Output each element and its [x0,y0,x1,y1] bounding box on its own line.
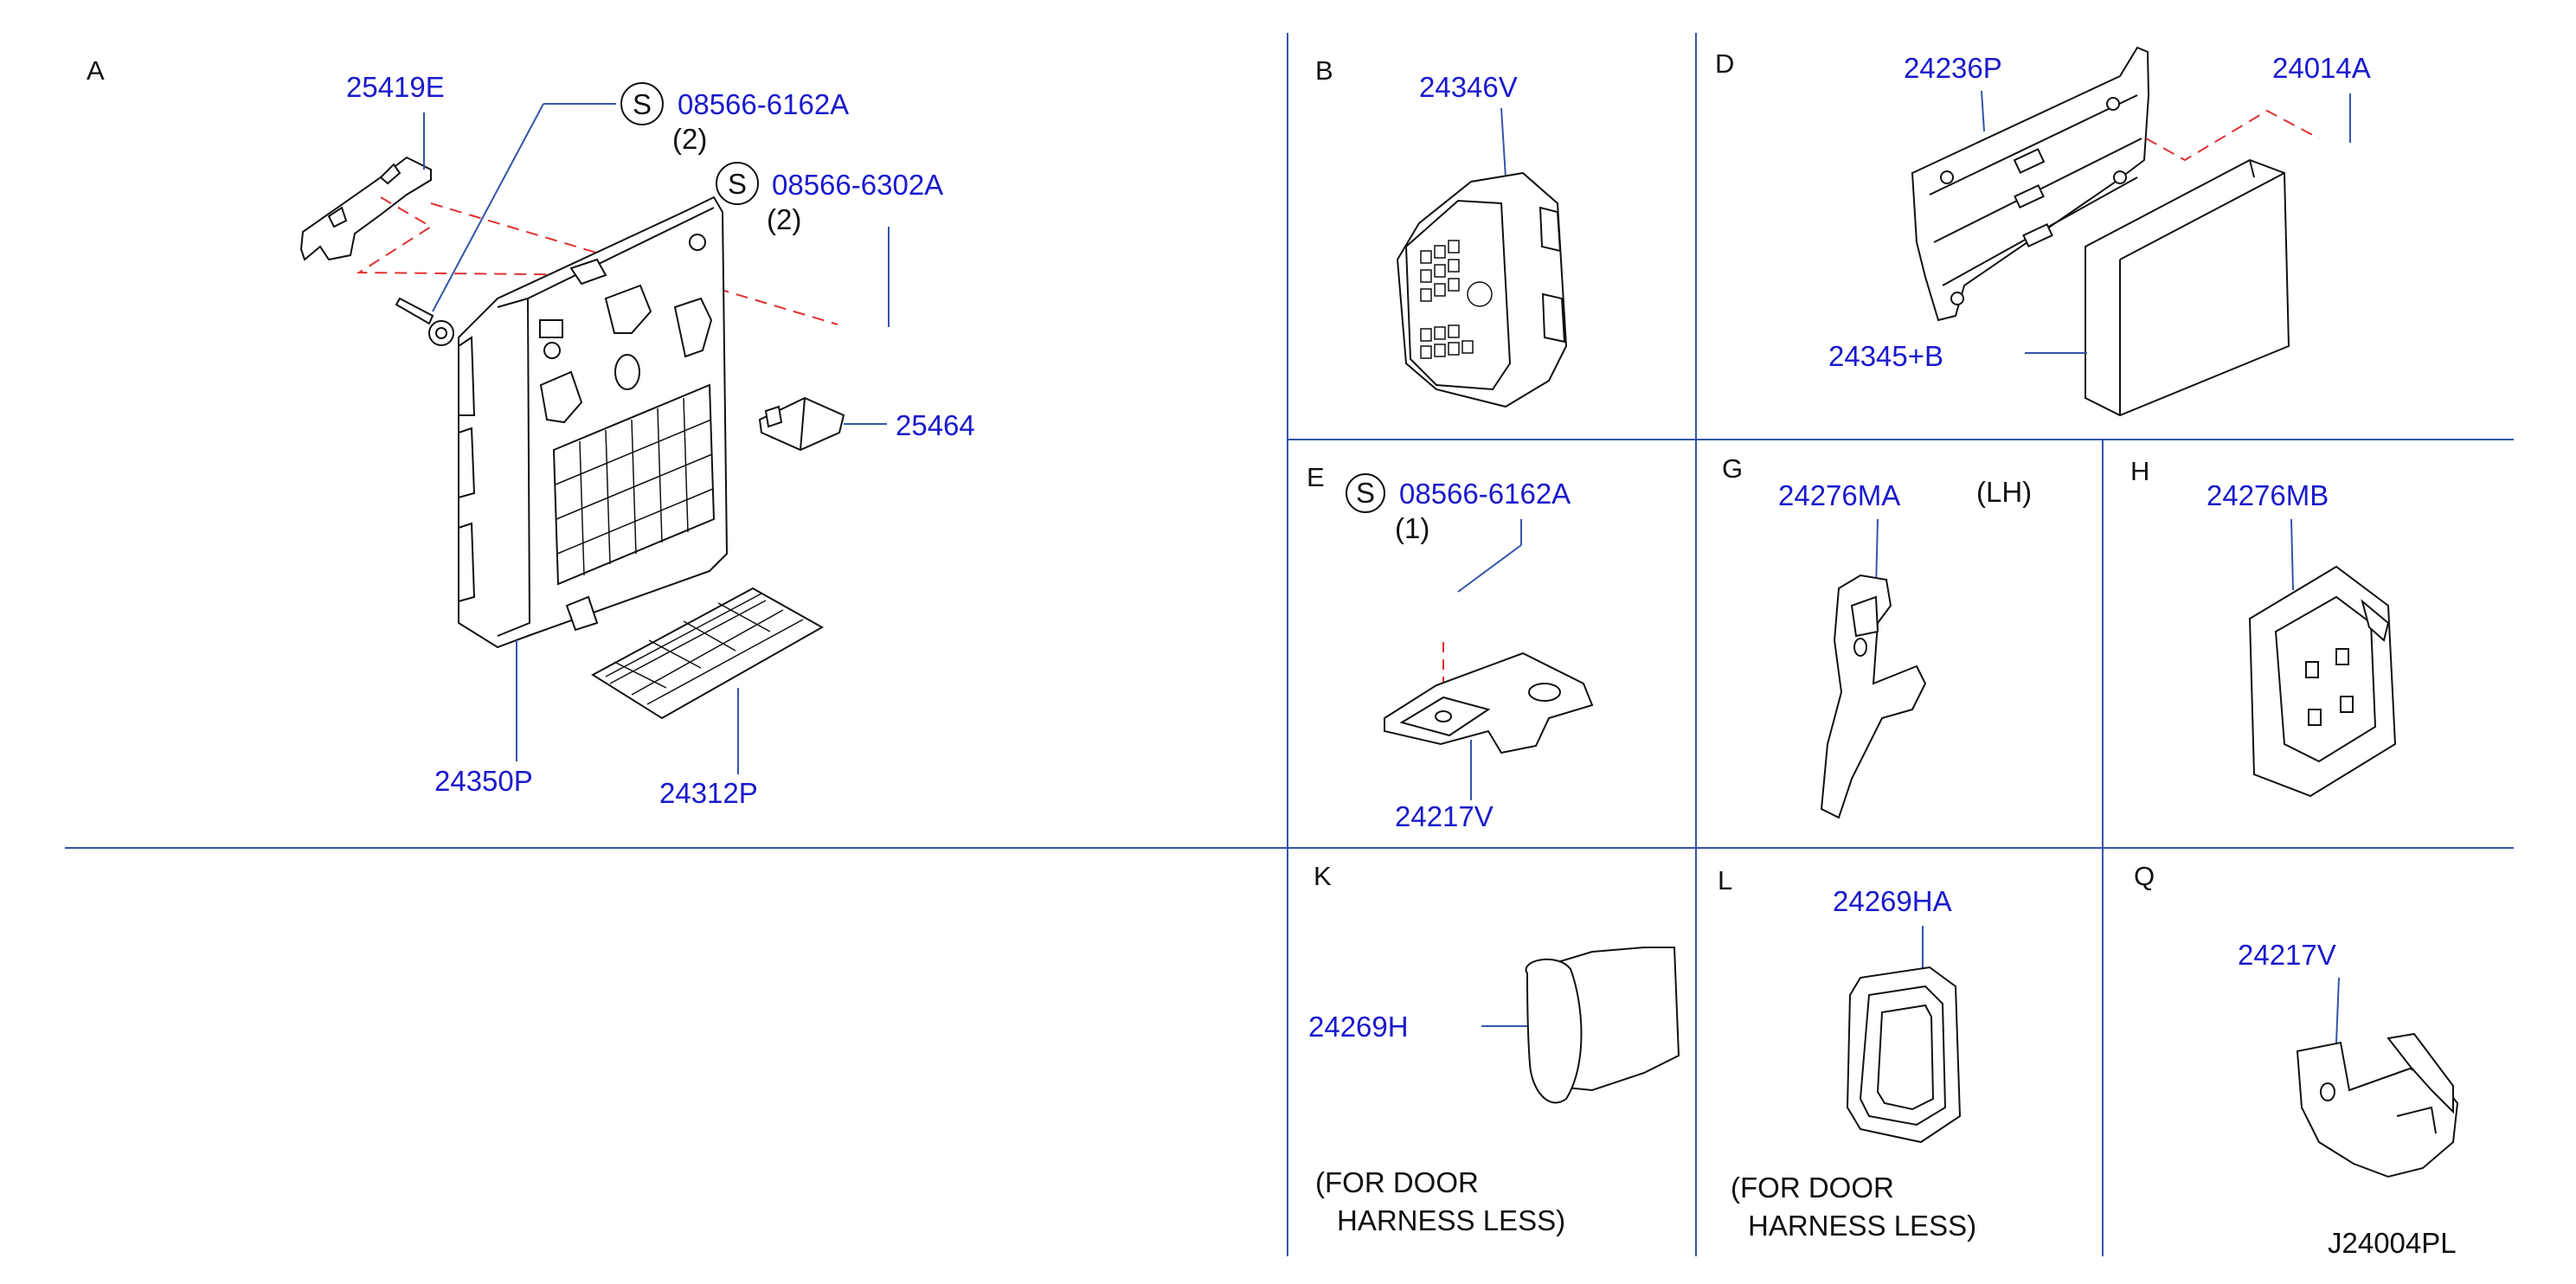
note-line-2: HARNESS LESS) [1748,1210,1976,1242]
screw-drawing [395,297,454,346]
part-number-08566-6162a: 08566-6162A [678,88,849,120]
install-dash-lines [356,196,838,325]
section-g: 24276MA (LH) [1778,476,2032,819]
label-24312p-drawing [591,587,825,720]
clip-24217v-drawing [2296,1032,2459,1178]
module-24345b-drawing [2085,158,2290,417]
section-label-k: K [1314,861,1332,891]
part-number-24345b: 24345+B [1828,340,1943,372]
s-marker-label: S [633,88,652,120]
grommet-24269h-drawing [1525,947,1680,1104]
diagram-id: J24004PL [2328,1227,2457,1259]
section-label-q: Q [2134,861,2155,891]
section-q: 24217V [2238,939,2459,1178]
section-label-d: D [1715,48,1734,79]
install-dash-lines [2145,109,2320,162]
section-l: 24269HA (FOR DOOR HARNESS LESS) [1731,885,1976,1242]
grommet-24269ha-drawing [1846,966,1962,1144]
section-a: 25419E S 08566-6162A (2) S 08566-6302A (… [299,71,975,809]
bracket-24276ma-drawing [1820,574,1927,819]
part-number-08566-6162a: 08566-6162A [1399,478,1571,510]
section-label-l: L [1718,865,1732,896]
section-k: 24269H (FOR DOOR HARNESS LESS) [1308,947,1680,1236]
section-label-g: G [1722,453,1743,484]
section-h: 24276MB [2207,479,2397,798]
part-number-24217v: 24217V [1395,800,1494,832]
section-label-h: H [2130,456,2149,486]
s-marker-label: S [1356,477,1375,509]
part-number-25464: 25464 [896,409,975,441]
bracket-25419e-drawing [299,156,432,261]
note-line-1: (FOR DOOR [1731,1172,1894,1204]
quantity-label: (2) [767,203,801,235]
part-number-24312p: 24312P [659,777,758,809]
connector-24346v-drawing [1396,171,1568,408]
part-number-24014a: 24014A [2272,52,2371,84]
part-number-24346v: 24346V [1419,71,1518,103]
part-number-08566-6302a: 08566-6302A [772,169,943,201]
section-e: S 08566-6162A (1) 24217V [1346,473,1594,832]
s-marker-label: S [728,168,747,200]
bracket-24236p-drawing [1911,46,2150,322]
part-number-25419e: 25419E [346,71,445,103]
part-number-24236p: 24236P [1904,52,2002,84]
quantity-label: (1) [1395,512,1429,544]
section-label-a: A [87,55,105,86]
standard-part-marker-s: S [1346,473,1385,513]
part-number-24350p: 24350P [434,765,533,797]
section-label-e: E [1307,462,1325,492]
section-d: 24236P 24014A 24345+B [1828,46,2371,417]
standard-part-marker-s: S [620,82,664,125]
part-number-24217v: 24217V [2238,939,2336,971]
part-number-24276ma: 24276MA [1778,479,1900,511]
side-note-lh: (LH) [1976,476,2032,508]
standard-part-marker-s: S [716,162,759,205]
note-line-2: HARNESS LESS) [1337,1204,1565,1236]
section-grid [65,33,2514,1256]
part-number-24269h: 24269H [1308,1011,1409,1043]
part-number-24276mb: 24276MB [2207,479,2329,511]
quantity-label: (2) [672,123,707,155]
part-number-24269ha: 24269HA [1833,885,1952,917]
section-b: 24346V [1396,71,1568,408]
fuse-25464-drawing [758,396,845,452]
section-label-b: B [1315,55,1333,86]
note-line-1: (FOR DOOR [1315,1166,1479,1198]
fuse-block-24350p-drawing [458,196,729,649]
bracket-24276mb-drawing [2248,565,2397,798]
clip-24217v-drawing [1384,652,1594,754]
